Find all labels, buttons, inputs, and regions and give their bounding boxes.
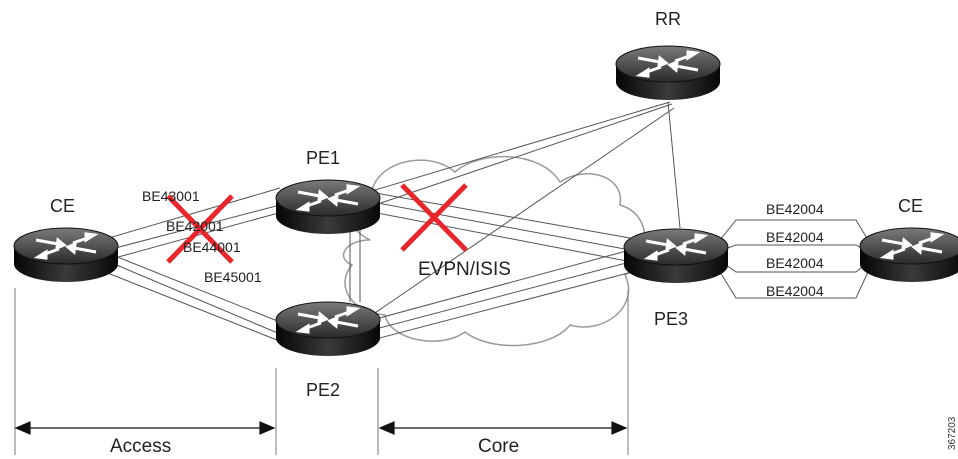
router-pe2-icon[interactable] [274,300,382,358]
node-label-pe1: PE1 [306,148,340,168]
node-label-ce-right: CE [898,196,923,216]
link-label-left: BE45001 [204,269,262,285]
link-label-left: BE44001 [183,239,241,255]
cloud-label: EVPN/ISIS [418,259,511,280]
router-ce-left-icon[interactable] [12,226,120,284]
access-span-arrow [14,421,276,435]
node-label-pe2: PE2 [306,380,340,400]
link-label-right: BE42004 [766,229,824,245]
section-dividers [14,288,629,455]
link-label-right: BE42004 [766,255,824,271]
node-label-ce-left: CE [50,196,75,216]
core-cloud [342,155,646,347]
core-span-arrow [378,421,628,435]
router-rr-icon[interactable] [614,44,722,102]
section-label-core: Core [478,436,519,457]
link-label-right: BE42004 [766,283,824,299]
router-pe3-icon[interactable] [622,227,730,285]
core-failure-x-icon [400,183,468,252]
router-pe1-icon[interactable] [274,178,382,236]
access-links [94,187,283,343]
node-label-pe3: PE3 [654,309,688,329]
link-label-right: BE42004 [766,201,824,217]
router-ce-right-icon[interactable] [858,226,958,284]
figure-id: 367203 [947,416,958,450]
link-label-left: BE42001 [166,218,224,234]
link-label-left: BE43001 [142,188,200,204]
node-label-rr: RR [655,9,681,29]
access-failure-x-icon [166,194,234,264]
section-label-access: Access [110,436,171,457]
